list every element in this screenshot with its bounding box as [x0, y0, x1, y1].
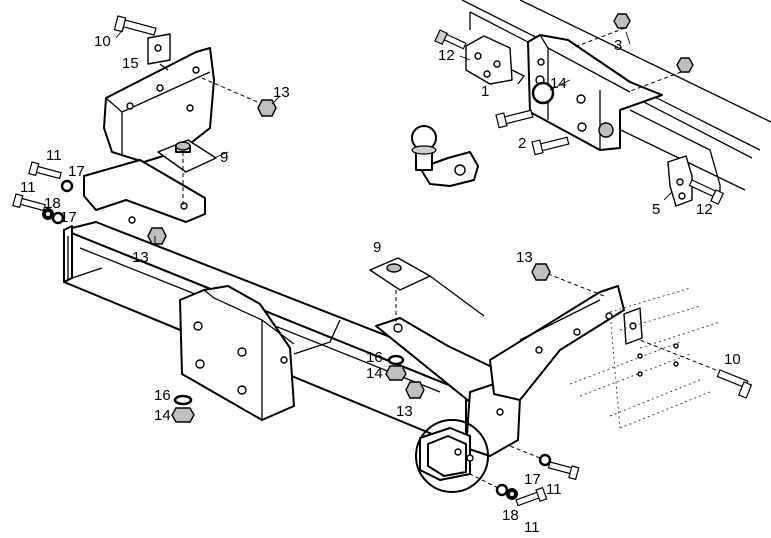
washer-18-left: [42, 208, 54, 220]
spacer-right: [623, 307, 643, 345]
label-11-bottom-a: 11: [546, 481, 562, 498]
bolt-11-bottom-b: [469, 473, 548, 507]
center-bracket: [179, 285, 341, 421]
clamp-plate-9-top: [157, 139, 217, 206]
nut-13-lower: [405, 381, 425, 399]
label-11-left-b: 11: [20, 179, 36, 196]
label-15: 15: [122, 55, 139, 72]
label-17-left-b: 17: [60, 209, 77, 226]
detail-circle: [415, 419, 489, 493]
hole-lower: [393, 323, 403, 333]
label-10-right: 10: [724, 351, 741, 368]
label-12-top: 12: [438, 47, 455, 64]
receiver-tube: [419, 427, 474, 481]
plate-15: [147, 33, 171, 71]
nut-3b: [627, 57, 694, 93]
label-11-left-a: 11: [46, 147, 62, 164]
label-14-center: 14: [366, 365, 383, 382]
leader-lines: [115, 27, 673, 244]
bolt-2a: [495, 109, 534, 129]
label-16-left: 16: [154, 387, 171, 404]
label-13-right: 13: [516, 249, 533, 266]
bolt-11-left-b: [12, 193, 46, 212]
bolt-10-top: [113, 15, 157, 36]
side-bracket-left: [103, 47, 215, 163]
tow-ball: [411, 125, 479, 187]
chassis-outline-lower: [569, 287, 721, 429]
bolt-12-top: [434, 29, 467, 50]
right-end-bracket: [375, 285, 625, 457]
label-18-bottom: 18: [502, 507, 519, 524]
washer-17-left-b: [51, 211, 65, 225]
label-12-right: 12: [696, 201, 713, 218]
nut-3: [571, 13, 631, 49]
label-18-left: 18: [44, 195, 61, 212]
bolt-11-left-a: [28, 161, 62, 180]
label-10-top: 10: [94, 33, 111, 50]
label-5: 5: [652, 201, 660, 218]
bolt-11-bottom-a: [509, 445, 580, 481]
label-13-lower: 13: [396, 403, 413, 420]
label-17-bottom: 17: [524, 471, 541, 488]
nut-stack-lower-left: [171, 394, 195, 423]
label-2: 2: [518, 135, 526, 152]
label-14-left: 14: [154, 407, 171, 424]
washer-top: [531, 81, 555, 105]
label-14-top: 14: [550, 75, 567, 92]
callout-labels: 10 15 13 9 11 17 11 18 17 13 12 1 14 3 2…: [20, 33, 741, 536]
nut-13-top-left: [201, 77, 277, 117]
label-1: 1: [481, 83, 489, 100]
clamp-plate-9-lower: [369, 257, 485, 324]
label-13-top: 13: [273, 84, 290, 101]
label-17-left-a: 17: [68, 163, 85, 180]
label-3: 3: [614, 37, 622, 54]
bolt-10-right: [639, 339, 753, 399]
bolt-2b: [531, 136, 570, 156]
label-9-top: 9: [220, 149, 228, 166]
label-13-middle: 13: [132, 249, 149, 266]
spacer-plate-5: [667, 155, 725, 207]
label-16-center: 16: [366, 349, 383, 366]
nut-13-right: [531, 263, 605, 297]
ball-mounting-plate: [465, 35, 525, 85]
label-9-lower: 9: [373, 239, 381, 256]
label-11-bottom-b: 11: [524, 519, 540, 536]
nut-13-middle-left: [147, 227, 167, 245]
washer-17-left-a: [60, 179, 74, 193]
nut-stack-center: [385, 354, 407, 381]
